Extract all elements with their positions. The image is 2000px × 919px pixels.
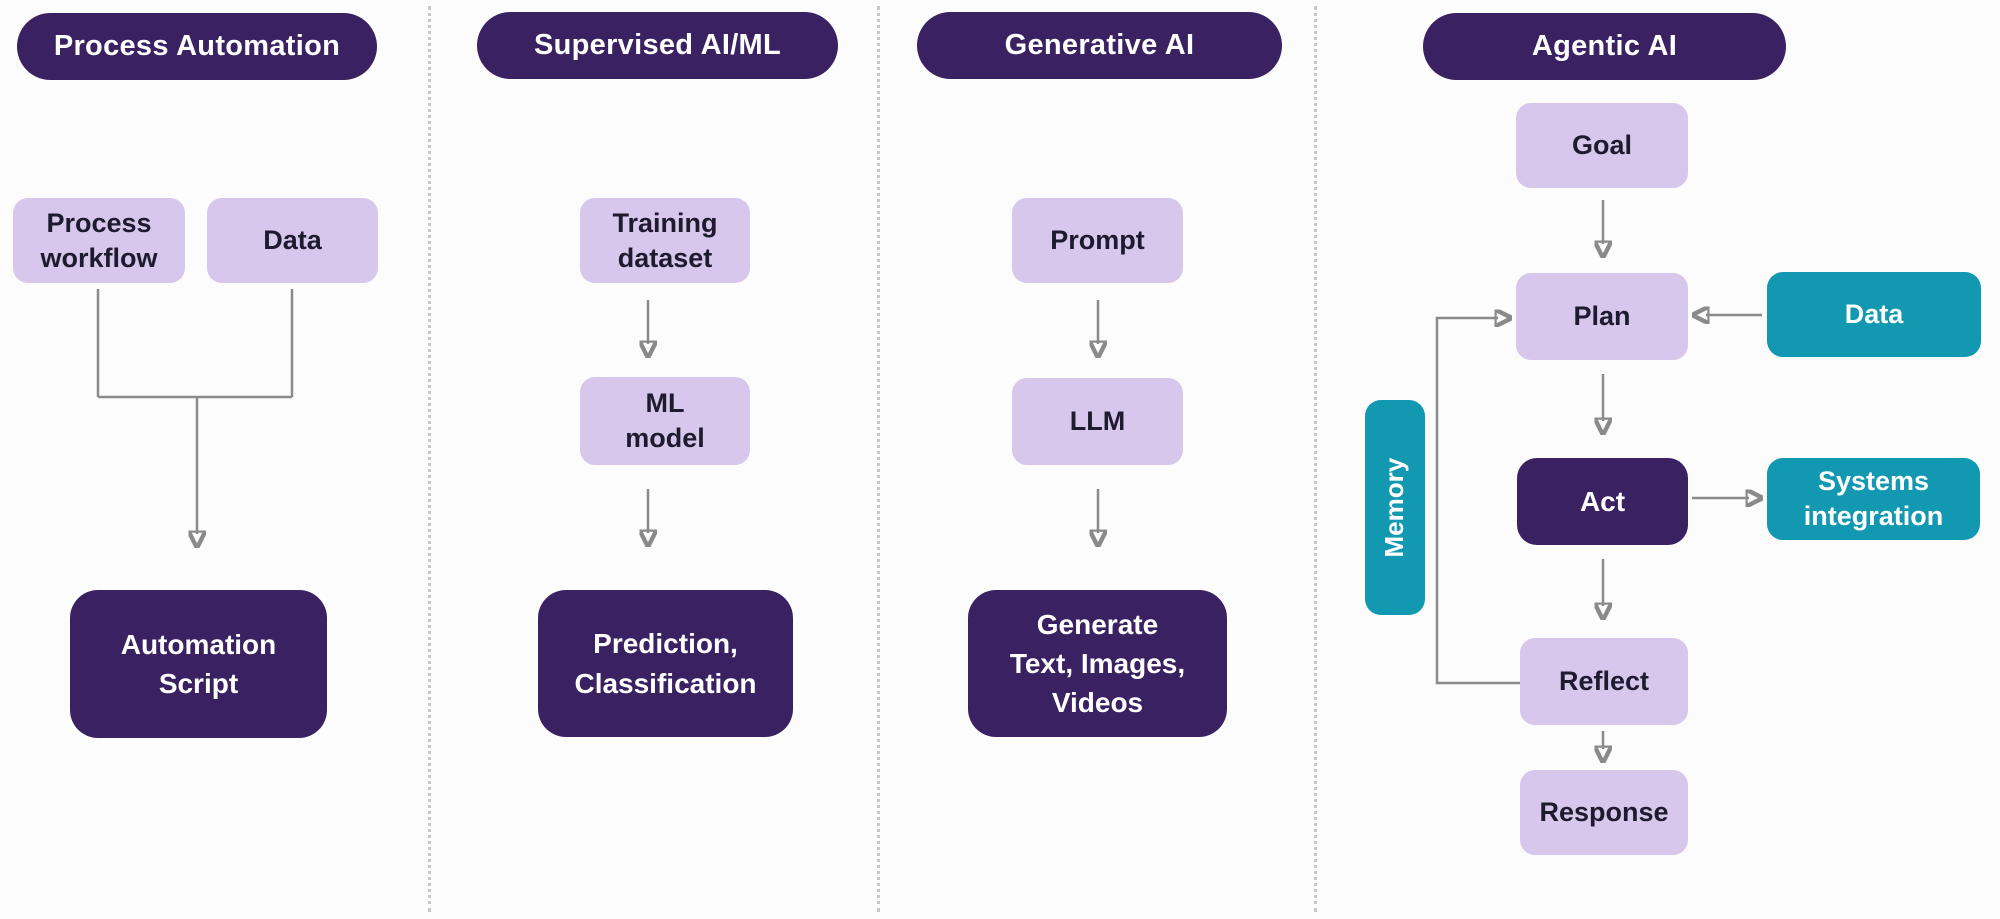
node-prompt-label: Prompt bbox=[1050, 225, 1145, 256]
node-generate-outputs-label: Generate Text, Images, Videos bbox=[1009, 608, 1186, 719]
header-process-automation-label: Process Automation bbox=[53, 30, 341, 62]
node-automation-script-label: Automation Script bbox=[120, 628, 277, 699]
header-generative-ai: Generative AI bbox=[917, 12, 1282, 79]
node-memory-label: Memory bbox=[1379, 457, 1410, 558]
edge-reflect-feedback-to-plan bbox=[1435, 318, 1520, 685]
column-divider-3 bbox=[1314, 6, 1317, 912]
node-generate-outputs: Generate Text, Images, Videos bbox=[968, 590, 1227, 737]
column-divider-1 bbox=[428, 6, 431, 912]
edge-merge-workflow-data bbox=[96, 289, 294, 399]
header-generative-ai-label: Generative AI bbox=[1004, 29, 1195, 61]
node-systems-integration: Systems integration bbox=[1767, 458, 1980, 540]
column-divider-2 bbox=[877, 6, 880, 912]
node-ml-model-label: ML model bbox=[625, 388, 705, 453]
node-response: Response bbox=[1520, 770, 1688, 855]
header-supervised-ai-ml-label: Supervised AI/ML bbox=[533, 29, 782, 61]
node-llm-label: LLM bbox=[1069, 406, 1126, 437]
header-agentic-ai: Agentic AI bbox=[1423, 13, 1786, 80]
node-prompt: Prompt bbox=[1012, 198, 1183, 283]
node-goal: Goal bbox=[1516, 103, 1688, 188]
node-process-workflow: Process workflow bbox=[13, 198, 185, 283]
node-response-label: Response bbox=[1539, 797, 1669, 828]
node-training-dataset-label: Training dataset bbox=[612, 207, 718, 273]
node-goal-label: Goal bbox=[1571, 130, 1632, 161]
node-data-process: Data bbox=[207, 198, 378, 283]
node-act-label: Act bbox=[1579, 485, 1626, 517]
node-plan: Plan bbox=[1516, 273, 1688, 360]
node-prediction-classification: Prediction, Classification bbox=[538, 590, 793, 737]
node-reflect: Reflect bbox=[1520, 638, 1688, 725]
header-process-automation: Process Automation bbox=[17, 13, 377, 80]
node-llm: LLM bbox=[1012, 378, 1183, 465]
node-plan-label: Plan bbox=[1573, 301, 1631, 332]
node-act: Act bbox=[1517, 458, 1688, 545]
node-process-workflow-label: Process workflow bbox=[40, 207, 158, 273]
node-data-agentic-label: Data bbox=[1844, 299, 1904, 330]
node-ml-model: ML model bbox=[580, 377, 750, 465]
node-reflect-label: Reflect bbox=[1558, 666, 1650, 697]
node-systems-integration-label: Systems integration bbox=[1803, 466, 1944, 531]
header-supervised-ai-ml: Supervised AI/ML bbox=[477, 12, 838, 79]
node-memory: Memory bbox=[1365, 400, 1425, 615]
node-training-dataset: Training dataset bbox=[580, 198, 750, 283]
node-automation-script: Automation Script bbox=[70, 590, 327, 738]
node-data-process-label: Data bbox=[263, 225, 322, 256]
node-prediction-classification-label: Prediction, Classification bbox=[574, 628, 757, 699]
node-data-agentic: Data bbox=[1767, 272, 1981, 357]
header-agentic-ai-label: Agentic AI bbox=[1531, 30, 1678, 62]
